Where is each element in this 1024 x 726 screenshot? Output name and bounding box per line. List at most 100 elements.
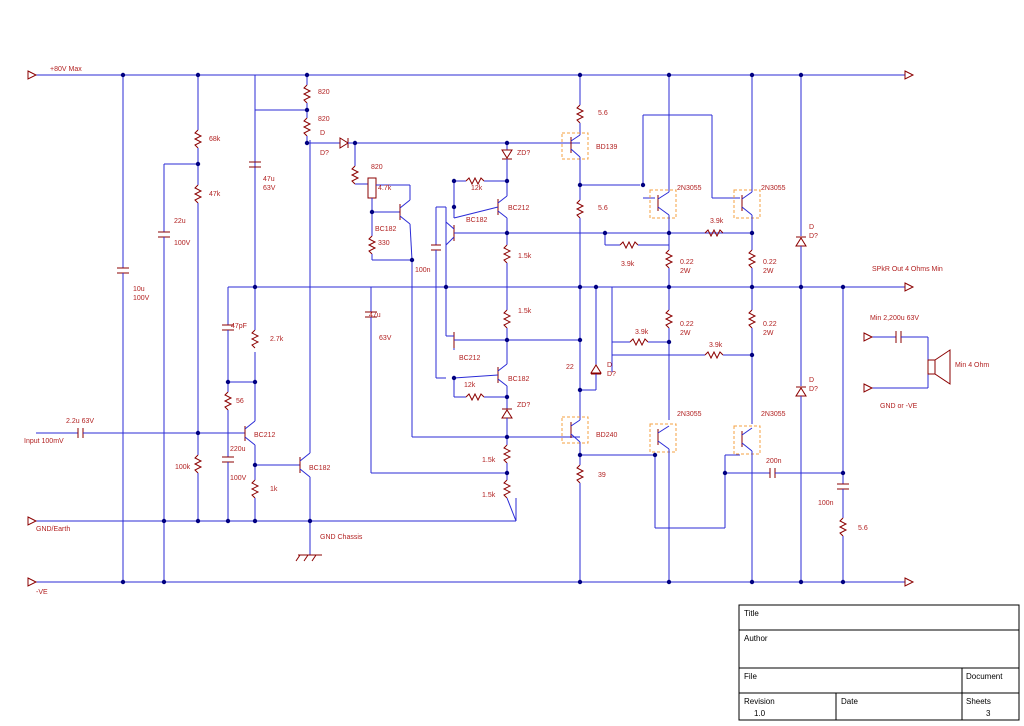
d1-ref-label: D? (320, 150, 329, 157)
c100n-a-label: 100n (415, 267, 431, 274)
d3-label: D (809, 224, 814, 231)
out-cap-label: Min 2,200u 63V (870, 315, 919, 322)
tb-revision: Revision (744, 697, 775, 706)
output-network (795, 75, 951, 582)
r39-label: 39 (598, 472, 606, 479)
tb-sheets-value: 3 (986, 709, 991, 718)
vas-stage (330, 137, 580, 438)
tb-sheets: Sheets (966, 697, 991, 706)
r22-label: 22 (566, 364, 574, 371)
d2-label: D (607, 362, 612, 369)
r68k-label: 68k (209, 136, 221, 143)
r1k-label: 1k (270, 486, 278, 493)
input-stage (36, 75, 330, 562)
q-bc212a-label: BC212 (508, 205, 530, 212)
pos-rail-label: +80V Max (50, 66, 82, 73)
gnd-flag (27, 516, 38, 526)
r820b-label: 820 (318, 116, 330, 123)
r5-6b-label: 5.6 (598, 205, 608, 212)
c47u-label: 47u (263, 176, 275, 183)
c47u-b-volt-label: 63V (379, 335, 392, 342)
r5-6a-label: 5.6 (598, 110, 608, 117)
junctions (120, 72, 846, 585)
c47u-volt-label: 63V (263, 185, 276, 192)
protection-stage (431, 143, 752, 522)
r1-5k-b-label: 1.5k (518, 308, 532, 315)
speaker-label: Min 4 Ohm (955, 362, 989, 369)
q-bc182b-label: BC182 (466, 217, 488, 224)
r3-9k-a-label: 3.9k (710, 218, 724, 225)
r022a-watt-label: 2W (680, 268, 691, 275)
c2-2u-label: 2.2u 63V (66, 418, 94, 425)
d4-label: D (809, 377, 814, 384)
rail-neg-flag (27, 577, 38, 587)
r1-5k-a-label: 1.5k (518, 253, 532, 260)
c220u-label: 220u (230, 446, 246, 453)
rail-pos-flag (27, 70, 38, 80)
r1-5k-c-label: 1.5k (482, 457, 496, 464)
q-bc212c-label: BC212 (254, 432, 276, 439)
q-2n3055a-label: 2N3055 (677, 185, 702, 192)
q-bc182c-label: BC182 (508, 376, 530, 383)
r1-5k-d-label: 1.5k (482, 492, 496, 499)
r820c-label: 820 (371, 164, 383, 171)
r2-7k-label: 2.7k (270, 336, 284, 343)
r330-label: 330 (378, 240, 390, 247)
r56-label: 56 (236, 398, 244, 405)
output-flag (904, 282, 915, 292)
output-stage (604, 75, 843, 582)
q-2n3055b-label: 2N3055 (761, 185, 786, 192)
zd2-label: ZD? (517, 402, 530, 409)
c22u-volt-label: 100V (174, 240, 191, 247)
q-bc182d-label: BC182 (309, 465, 331, 472)
d4-ref-label: D? (809, 386, 818, 393)
d1-label: D (320, 130, 325, 137)
tb-date: Date (841, 697, 858, 706)
r12k-a-label: 12k (471, 185, 483, 192)
r022d-watt-label: 2W (763, 330, 774, 337)
spk-gnd-label: GND or -VE (880, 403, 918, 410)
pot47k-label: 4.7k (378, 185, 392, 192)
r820a-label: 820 (318, 89, 330, 96)
r022c-watt-label: 2W (680, 330, 691, 337)
r022a-label: 0.22 (680, 259, 694, 266)
driver-stage (561, 75, 655, 582)
c47u-b-label: 47u (369, 312, 381, 319)
tb-document: Document (966, 672, 1003, 681)
c10u-volt-label: 100V (133, 295, 150, 302)
tb-file: File (744, 672, 757, 681)
c10u-label: 10u (133, 286, 145, 293)
tb-title: Title (744, 609, 759, 618)
r47k-label: 47k (209, 191, 221, 198)
c220u-volt-label: 100V (230, 475, 247, 482)
q-bc212b-label: BC212 (459, 355, 481, 362)
gnd-label: GND/Earth (36, 526, 70, 533)
d2-ref-label: D? (607, 371, 616, 378)
c100n-b-label: 100n (818, 500, 834, 507)
title-block (738, 604, 1020, 721)
q-bd139-label: BD139 (596, 144, 618, 151)
q-bc182a-label: BC182 (375, 226, 397, 233)
r3-9k-b-label: 3.9k (621, 261, 635, 268)
r022c-label: 0.22 (680, 321, 694, 328)
r12k-b-label: 12k (464, 382, 476, 389)
r3-9k-d-label: 3.9k (709, 342, 723, 349)
c200n-label: 200n (766, 458, 782, 465)
chassis-label: GND Chassis (320, 534, 363, 541)
r3-9k-c-label: 3.9k (635, 329, 649, 336)
tb-revision-value: 1.0 (754, 709, 766, 718)
tb-author: Author (744, 634, 768, 643)
r100k-label: 100k (175, 464, 191, 471)
c22u-label: 22u (174, 218, 186, 225)
c47pf-label: 47pF (231, 323, 247, 330)
q-bd240-label: BD240 (596, 432, 618, 439)
neg-rail-label: -VE (36, 589, 48, 596)
r5-6c-label: 5.6 (858, 525, 868, 532)
r022b-label: 0.22 (763, 259, 777, 266)
output-label: SPkR Out 4 Ohms Min (872, 266, 943, 273)
r022b-watt-label: 2W (763, 268, 774, 275)
q-2n3055d-label: 2N3055 (761, 411, 786, 418)
r022d-label: 0.22 (763, 321, 777, 328)
zd1-label: ZD? (517, 150, 530, 157)
